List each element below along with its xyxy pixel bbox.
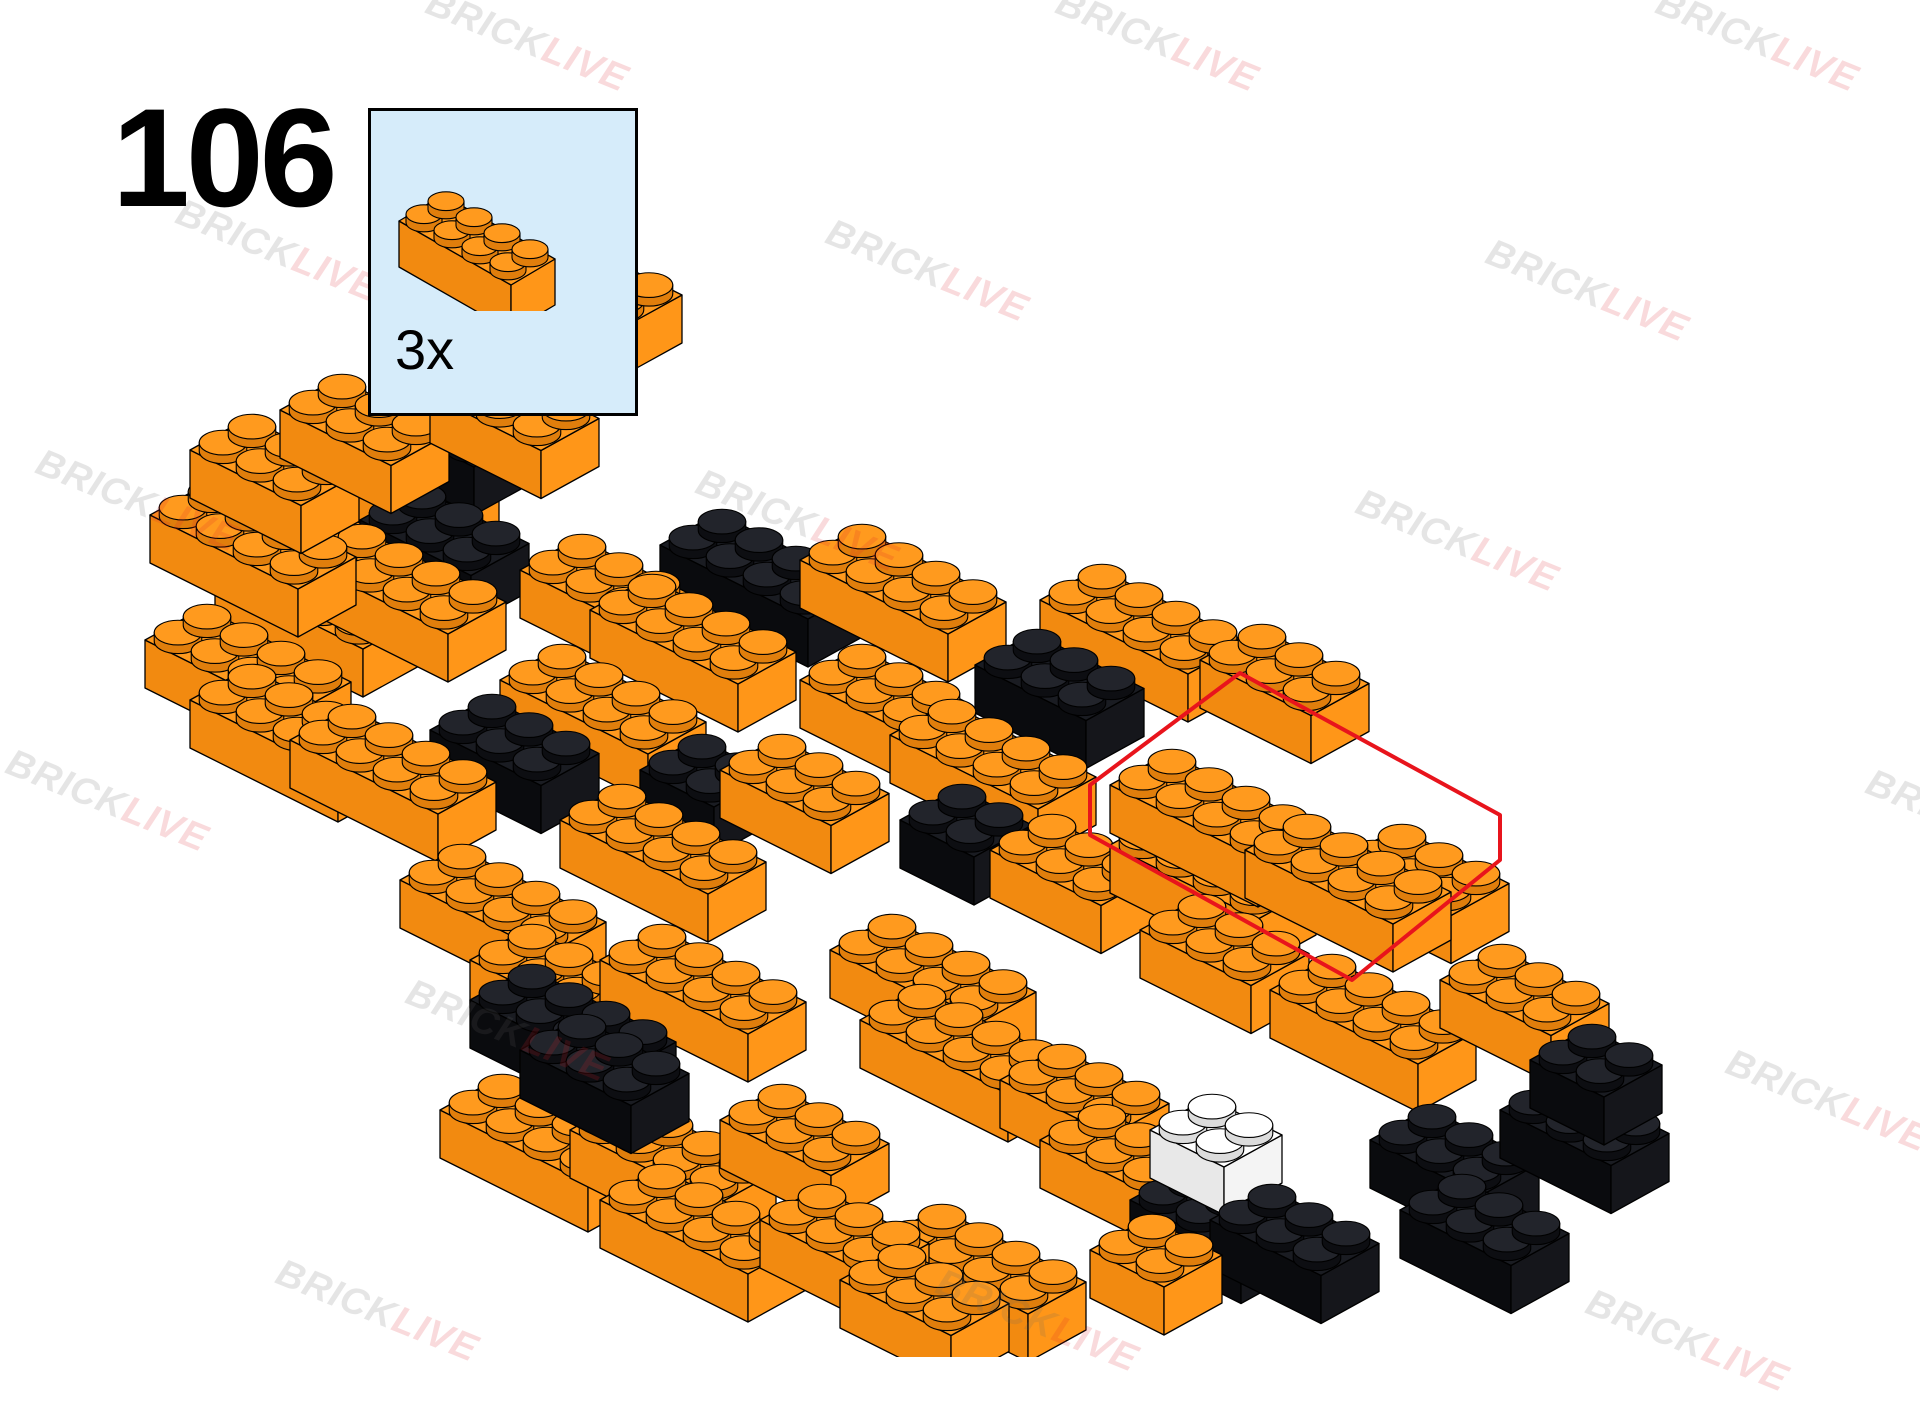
brick-49	[1529, 1023, 1663, 1146]
brick-50	[1209, 1183, 1380, 1325]
new-brick-2	[1244, 813, 1452, 973]
brick-40	[1439, 943, 1610, 1085]
highlighted-new-bricks	[1109, 748, 1452, 973]
brick-10	[279, 373, 450, 515]
brick-16	[1039, 563, 1247, 723]
brick-18	[1199, 623, 1370, 765]
brick-19	[589, 573, 797, 733]
brick-15	[799, 523, 1007, 683]
brick-53	[1089, 1213, 1223, 1336]
brick-34	[599, 923, 807, 1083]
parts-quantity: 3x	[395, 318, 455, 381]
brick-26	[719, 733, 890, 875]
brick-17	[974, 628, 1145, 770]
callout-brick	[398, 191, 556, 311]
brick-51	[1399, 1173, 1570, 1315]
orange-2x4-brick-icon	[398, 191, 556, 311]
highlight-outline	[1088, 671, 1502, 982]
model-assembly	[144, 253, 1670, 1357]
brick-58	[839, 1243, 1010, 1357]
parts-callout: 3x	[368, 108, 638, 416]
brick-23	[799, 643, 970, 785]
step-number: 106	[112, 79, 338, 236]
brick-55	[519, 1013, 690, 1155]
brick-22	[289, 703, 497, 863]
brick-32	[399, 843, 607, 1003]
brick-39	[1269, 953, 1477, 1113]
brick-46	[1149, 1093, 1283, 1216]
brick-38	[1139, 893, 1310, 1035]
brick-27	[559, 783, 767, 943]
